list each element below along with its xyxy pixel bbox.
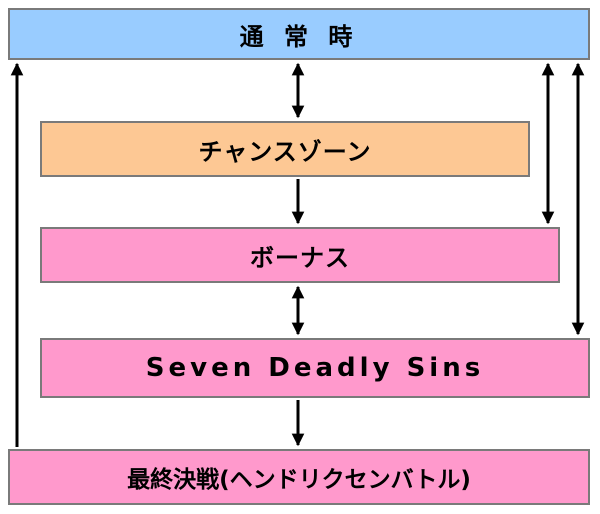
node-seven-deadly-sins: Seven Deadly Sins [40,338,590,398]
node-final-battle-label: 最終決戦(ヘンドリクセンバトル) [127,467,471,493]
node-chance-zone: チャンスゾーン [40,121,530,177]
node-bonus: ボーナス [40,227,560,283]
node-final-battle: 最終決戦(ヘンドリクセンバトル) [8,449,590,505]
node-seven-deadly-sins-label: Seven Deadly Sins [145,353,485,383]
node-chance-zone-label: チャンスゾーン [198,137,372,166]
node-normal: 通 常 時 [8,8,590,60]
node-normal-label: 通 常 時 [239,22,359,51]
node-bonus-label: ボーナス [250,243,350,272]
